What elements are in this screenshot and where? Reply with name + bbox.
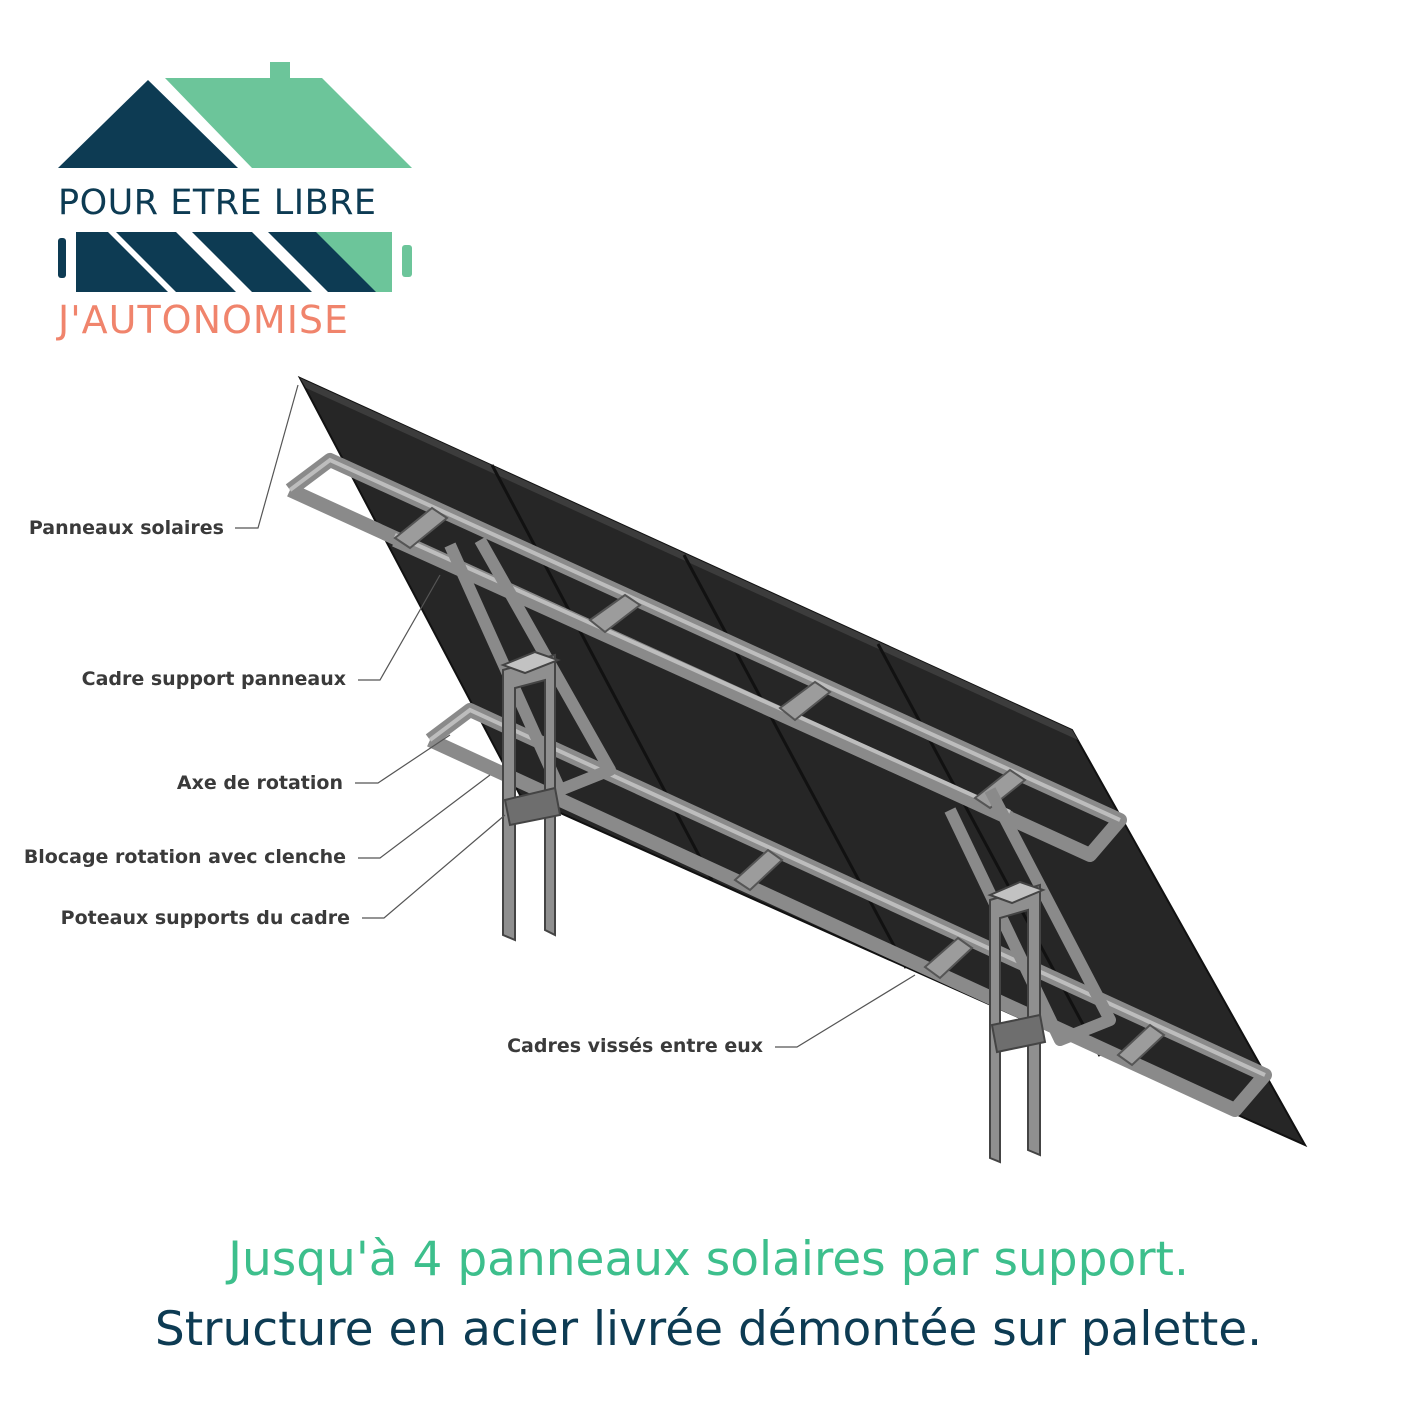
logo-text-bottom: J'AUTONOMISE (58, 298, 350, 342)
caption-delivery: Structure en acier livrée démontée sur p… (154, 1302, 1263, 1357)
house-logo-icon (58, 62, 412, 292)
label-panels: Panneaux solaires (28, 517, 224, 539)
caption-capacity: Jusqu'à 4 panneaux solaires par support. (228, 1232, 1189, 1287)
right-post (987, 880, 1047, 1164)
label-posts: Poteaux supports du cadre (60, 907, 350, 929)
left-post (500, 650, 562, 942)
logo-text-top: POUR ETRE LIBRE (58, 183, 377, 223)
label-frame: Cadre support panneaux (81, 668, 346, 690)
label-screwed: Cadres vissés entre eux (507, 1035, 763, 1057)
label-axis: Axe de rotation (176, 772, 343, 794)
label-lock: Blocage rotation avec clenche (23, 846, 346, 868)
brand-logo: POUR ETRE LIBRE J'AUTONOMISE (0, 0, 480, 360)
